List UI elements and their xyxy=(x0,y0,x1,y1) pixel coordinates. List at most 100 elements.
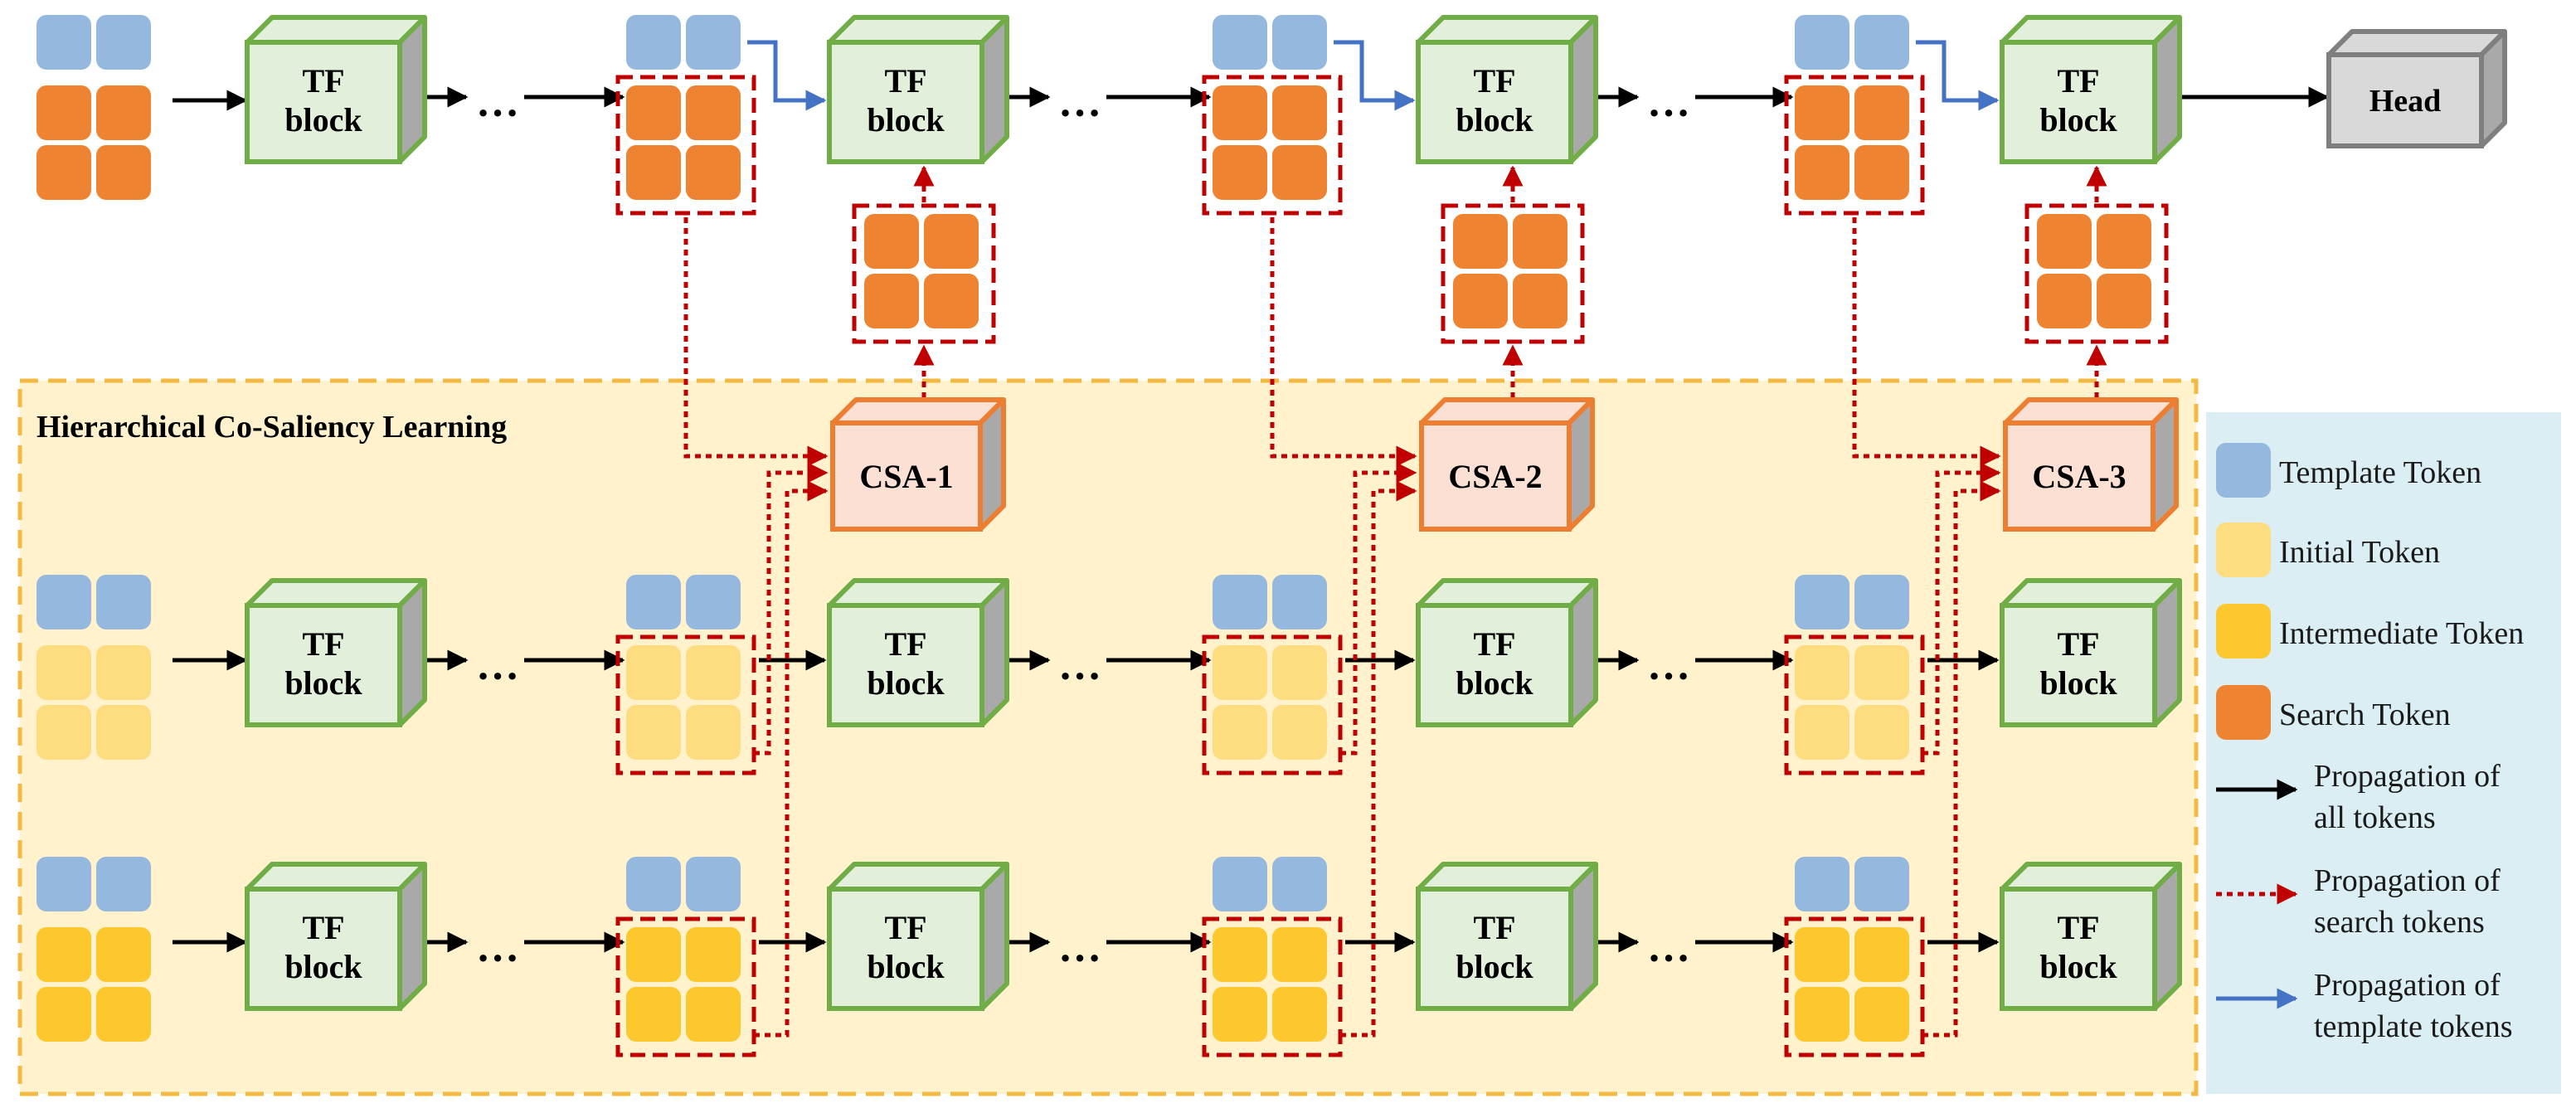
intermediate-branch-ellipsis: … xyxy=(1647,924,1690,971)
template-token xyxy=(686,857,741,911)
block-top-face xyxy=(245,862,427,892)
token-square xyxy=(864,274,919,328)
token-square xyxy=(1272,645,1327,700)
search-tokens-top xyxy=(626,85,741,200)
token-square xyxy=(686,705,741,760)
legend-label-line1: Propagation of xyxy=(2314,759,2501,794)
token-square xyxy=(1213,987,1267,1042)
tf-block-label-line1: TF xyxy=(302,909,344,946)
tf-block-label-line2: block xyxy=(2039,664,2117,702)
token-square xyxy=(2037,214,2092,269)
intermediate-branch-to-csa-arrow xyxy=(754,480,829,1038)
csa-output-tokens xyxy=(1453,214,1567,328)
token-square xyxy=(626,145,681,200)
search-swatch xyxy=(2216,685,2271,740)
token-square xyxy=(2097,214,2151,269)
block-top-face xyxy=(2003,397,2179,425)
legend-item-4: Search Token xyxy=(2216,685,2451,740)
token-square xyxy=(36,85,91,140)
block-front-face xyxy=(245,603,402,727)
initial-swatch xyxy=(2216,522,2271,577)
initial-branch-token-group xyxy=(615,634,756,775)
legend-label-line1: Propagation of xyxy=(2314,968,2501,1003)
block-top-face xyxy=(1419,397,1595,425)
token-square xyxy=(1854,645,1909,700)
token-square xyxy=(36,145,91,200)
legend-label: Intermediate Token xyxy=(2279,616,2524,651)
intermediate-branch-to-csa-arrow xyxy=(1922,480,2001,1038)
block-top-face xyxy=(1416,15,1598,45)
intermediate-branch-template-tokens xyxy=(626,857,741,911)
token-square xyxy=(1213,705,1267,760)
block-side-face xyxy=(397,578,427,727)
token-square xyxy=(1795,645,1849,700)
input-search-tokens xyxy=(36,85,151,200)
legend-item-2: Initial Token xyxy=(2216,522,2440,577)
template-tokens-top xyxy=(1795,15,1909,70)
intermediate-branch-to-csa-arrow xyxy=(1340,480,1417,1038)
block-side-face xyxy=(978,397,1006,532)
block-top-face xyxy=(827,578,1009,608)
initial-branch-to-csa-arrow xyxy=(1922,462,2001,756)
block-top-face xyxy=(2000,578,2182,608)
token-square xyxy=(1272,145,1327,200)
token-square xyxy=(36,927,91,982)
token-square xyxy=(96,145,151,200)
template-token xyxy=(1213,857,1267,911)
search-token-group-top xyxy=(1202,75,1343,216)
block-front-face xyxy=(827,887,984,1011)
block-front-face xyxy=(830,420,983,532)
tf-block-label-line1: TF xyxy=(2057,62,2099,100)
tf-block-label-line1: TF xyxy=(884,625,926,663)
block-front-face xyxy=(827,40,984,164)
block-side-face xyxy=(979,15,1009,164)
token-square xyxy=(1795,927,1849,982)
block-side-face xyxy=(397,15,427,164)
legend-item-1: Template Token xyxy=(2216,443,2481,498)
block-top-face xyxy=(1416,862,1598,892)
intermediate-branch-template-tokens xyxy=(1213,857,1327,911)
template-token xyxy=(1272,575,1327,629)
token-square xyxy=(36,705,91,760)
block-side-face xyxy=(2151,397,2179,532)
csa-block-3: CSA-3 xyxy=(2003,397,2179,532)
token-square xyxy=(2097,274,2151,328)
tf-block-label-line2: block xyxy=(284,101,362,139)
token-square xyxy=(1854,927,1909,982)
initial-branch-ellipsis: … xyxy=(1058,642,1101,689)
legend-label: Search Token xyxy=(2279,697,2451,732)
token-square xyxy=(1213,85,1267,140)
token-square xyxy=(1213,145,1267,200)
tf-block-label-line1: TF xyxy=(302,62,344,100)
block-front-face xyxy=(1416,603,1573,727)
tf-block-label-line2: block xyxy=(284,664,362,702)
template-token xyxy=(626,857,681,911)
block-top-face xyxy=(245,15,427,45)
token-square xyxy=(96,987,151,1042)
block-side-face xyxy=(2152,862,2182,1011)
token-square xyxy=(36,645,91,700)
tf-block-label-line2: block xyxy=(1456,664,1533,702)
initial-branch-ellipsis: … xyxy=(476,642,519,689)
tf-block-label-line1: TF xyxy=(2057,625,2099,663)
token-square xyxy=(1854,145,1909,200)
head-block: Head xyxy=(2326,29,2507,148)
block-top-face xyxy=(245,578,427,608)
template-token xyxy=(626,575,681,629)
intermediate-branch-token-group xyxy=(1202,916,1343,1057)
token-square xyxy=(1272,705,1327,760)
csa-label: CSA-3 xyxy=(2032,458,2126,495)
template-token xyxy=(1795,575,1849,629)
intermediate-branch-token-group xyxy=(615,916,756,1057)
template-token xyxy=(36,857,91,911)
node-layer: TFblock…TFblockCSA-1…TFblockCSA-2…TFbloc… xyxy=(36,15,2507,1057)
csa-output-group xyxy=(2024,203,2169,344)
template-token xyxy=(36,15,91,70)
block-top-face xyxy=(1416,578,1598,608)
